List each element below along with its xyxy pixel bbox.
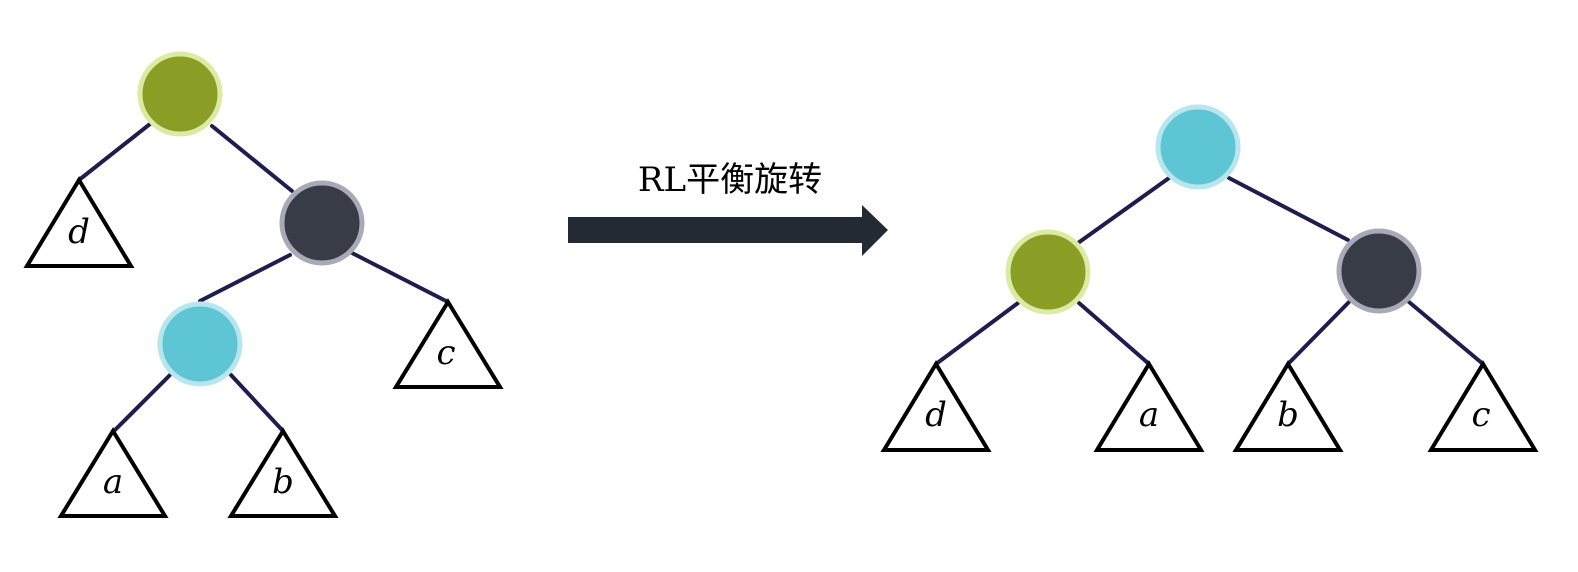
subtree-b: b bbox=[227, 427, 339, 518]
subtree-a-label: a bbox=[1139, 395, 1159, 435]
subtree-a-label: a bbox=[103, 462, 123, 502]
subtree-a: a bbox=[57, 427, 169, 518]
edge-teal-to-a bbox=[112, 373, 172, 433]
subtree-d: d bbox=[23, 176, 135, 268]
subtree-b-label: b bbox=[272, 462, 294, 502]
node-teal bbox=[157, 301, 243, 387]
node-dark bbox=[279, 180, 365, 266]
subtree-b-label: b bbox=[1277, 395, 1299, 435]
node-green bbox=[1005, 229, 1091, 315]
edge-root-to-d bbox=[77, 122, 152, 182]
edge-root-to-green bbox=[1076, 176, 1171, 245]
arrow-caption: RL平衡旋转 bbox=[638, 160, 822, 200]
edge-green-to-a bbox=[1077, 301, 1151, 366]
edge-root-to-dark bbox=[210, 124, 294, 193]
node-green bbox=[137, 51, 223, 137]
edge-dark-to-c bbox=[350, 251, 450, 304]
subtree-d-label: d bbox=[68, 212, 90, 252]
after-tree: d a b c bbox=[880, 104, 1539, 452]
edge-dark-to-b bbox=[1286, 300, 1351, 366]
subtree-c: c bbox=[1427, 360, 1539, 452]
subtree-c-label: c bbox=[1471, 395, 1490, 435]
node-dark bbox=[1336, 228, 1422, 314]
subtree-c: c bbox=[392, 298, 504, 389]
rotation-arrow: RL平衡旋转 bbox=[568, 160, 888, 256]
subtree-c-label: c bbox=[436, 333, 455, 373]
subtree-a: a bbox=[1093, 360, 1205, 452]
edge-green-to-d bbox=[934, 301, 1020, 366]
subtree-d-label: d bbox=[925, 395, 947, 435]
subtree-d: d bbox=[880, 360, 992, 452]
arrow-shape bbox=[568, 205, 888, 256]
before-tree: d c a b bbox=[23, 51, 504, 518]
subtree-b: b bbox=[1232, 360, 1344, 452]
edge-dark-to-c bbox=[1407, 300, 1485, 366]
edge-dark-to-teal bbox=[198, 253, 292, 303]
edge-teal-to-b bbox=[229, 373, 285, 433]
node-teal bbox=[1155, 104, 1241, 190]
edge-root-to-dark bbox=[1227, 176, 1350, 242]
